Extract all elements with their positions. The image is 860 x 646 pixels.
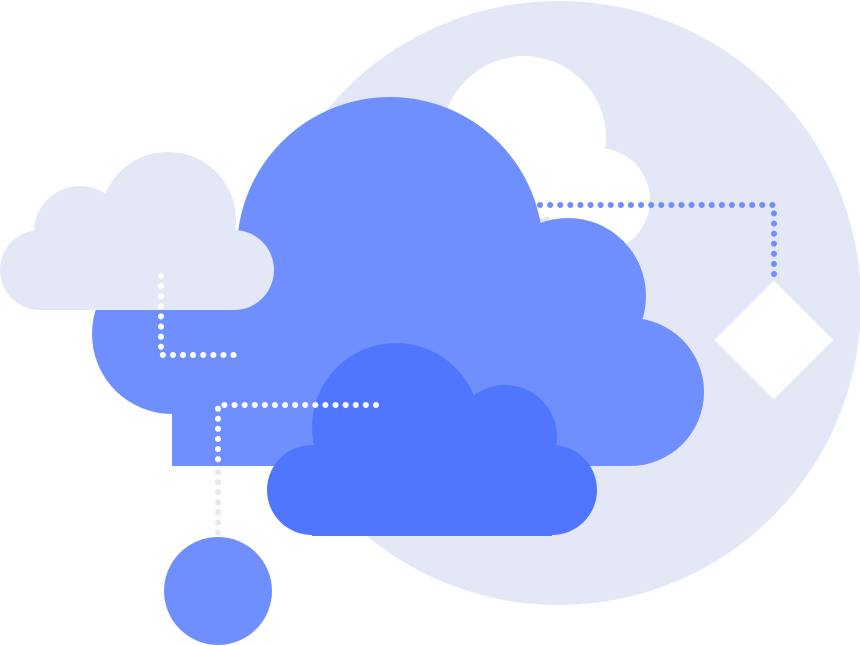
front-cloud-icon [267, 343, 597, 536]
connector-light-cloud [158, 273, 243, 358]
connector-to-diamond [537, 202, 777, 278]
circle-node-icon [164, 537, 272, 645]
diamond-node-icon [714, 280, 834, 400]
light-cloud-icon [0, 152, 274, 310]
connector-main-cloud [215, 402, 379, 465]
